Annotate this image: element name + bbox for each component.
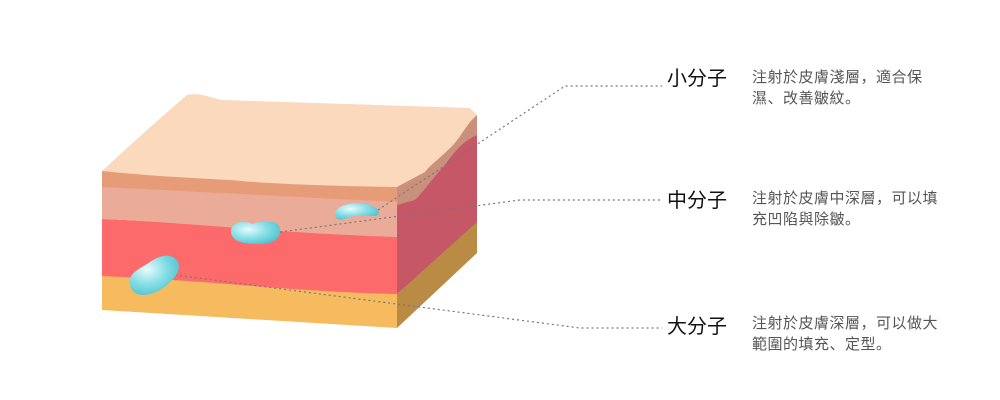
side-face-fat [397, 222, 477, 328]
filler-blob-large [129, 255, 179, 295]
filler-blob-medium [231, 221, 281, 245]
desc-small-molecule: 注射於皮膚淺層，適合保濕、改善皺紋。 [752, 68, 923, 107]
layer-epidermis [102, 186, 397, 237]
label-medium-molecule: 中分子 [667, 188, 727, 212]
layer-fat [102, 275, 397, 328]
layer-stratum [102, 171, 397, 202]
filler-blob-small [335, 203, 379, 220]
desc-large-molecule: 注射於皮膚深層，可以做大範圍的填充、定型。 [752, 314, 939, 353]
side-face-upper [397, 115, 477, 294]
top-face [102, 94, 477, 187]
label-large-molecule: 大分子 [667, 314, 727, 338]
leader-line-medium [279, 199, 662, 233]
desc-medium-molecule: 注射於皮膚中深層，可以填充凹陷與除皺。 [752, 189, 939, 228]
leader-lines [174, 85, 662, 329]
leader-line-large [174, 274, 662, 329]
label-small-molecule: 小分子 [667, 66, 727, 90]
